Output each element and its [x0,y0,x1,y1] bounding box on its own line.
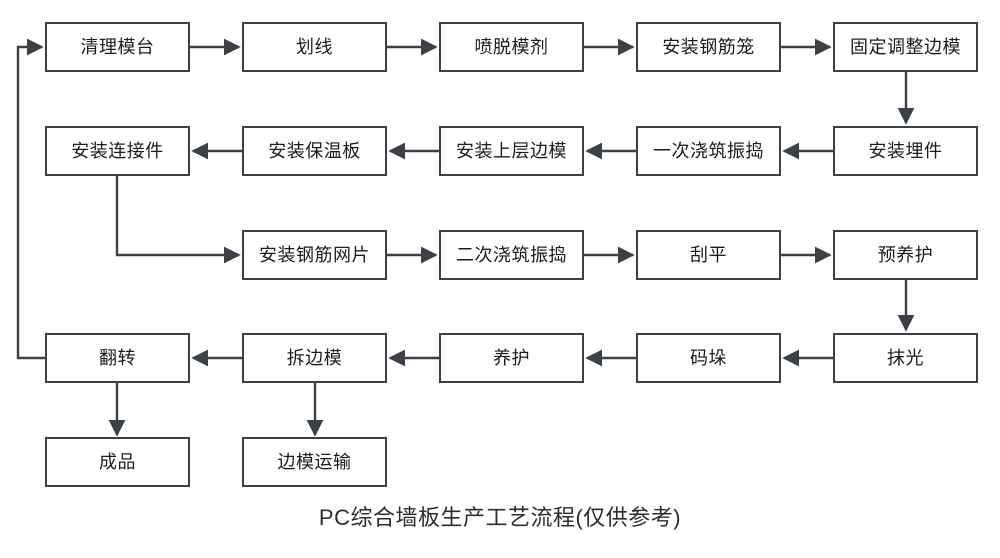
node-guding-tiaozheng-bianmo[interactable]: 固定调整边模 [833,22,978,72]
node-anzhuang-shangceng-bianmo[interactable]: 安装上层边模 [439,126,584,176]
edge-n19-n1 [16,38,45,360]
node-anzhuang-lianjiejian[interactable]: 安装连接件 [45,126,190,176]
node-yanghu[interactable]: 养护 [439,333,584,383]
node-yuyanghu[interactable]: 预养护 [833,230,978,280]
node-anzhuang-baowenban[interactable]: 安装保温板 [242,126,387,176]
node-moguang[interactable]: 抹光 [833,333,978,383]
node-pen-tuomoji[interactable]: 喷脱模剂 [439,22,584,72]
node-qingli-motai[interactable]: 清理模台 [45,22,190,72]
node-anzhuang-gangjin-wangpian[interactable]: 安装钢筋网片 [242,230,387,280]
diagram-caption: PC综合墙板生产工艺流程(仅供参考) [318,505,682,530]
node-bianmo-yunshu[interactable]: 边模运输 [242,437,387,487]
node-maduo[interactable]: 码垛 [636,333,781,383]
node-chengpin[interactable]: 成品 [45,437,190,487]
node-fanzhuan[interactable]: 翻转 [45,333,190,383]
node-huaxian[interactable]: 划线 [242,22,387,72]
node-erci-jiaozhu-zhendao[interactable]: 二次浇筑振捣 [439,230,584,280]
node-anzhuang-maijian[interactable]: 安装埋件 [833,126,978,176]
node-chai-bianmo[interactable]: 拆边模 [242,333,387,383]
node-guaping[interactable]: 刮平 [636,230,781,280]
node-anzhuang-gangjinlong[interactable]: 安装钢筋笼 [636,22,781,72]
node-yici-jiaozhu-zhendao[interactable]: 一次浇筑振捣 [636,126,781,176]
edge-n10-n11 [115,176,241,264]
